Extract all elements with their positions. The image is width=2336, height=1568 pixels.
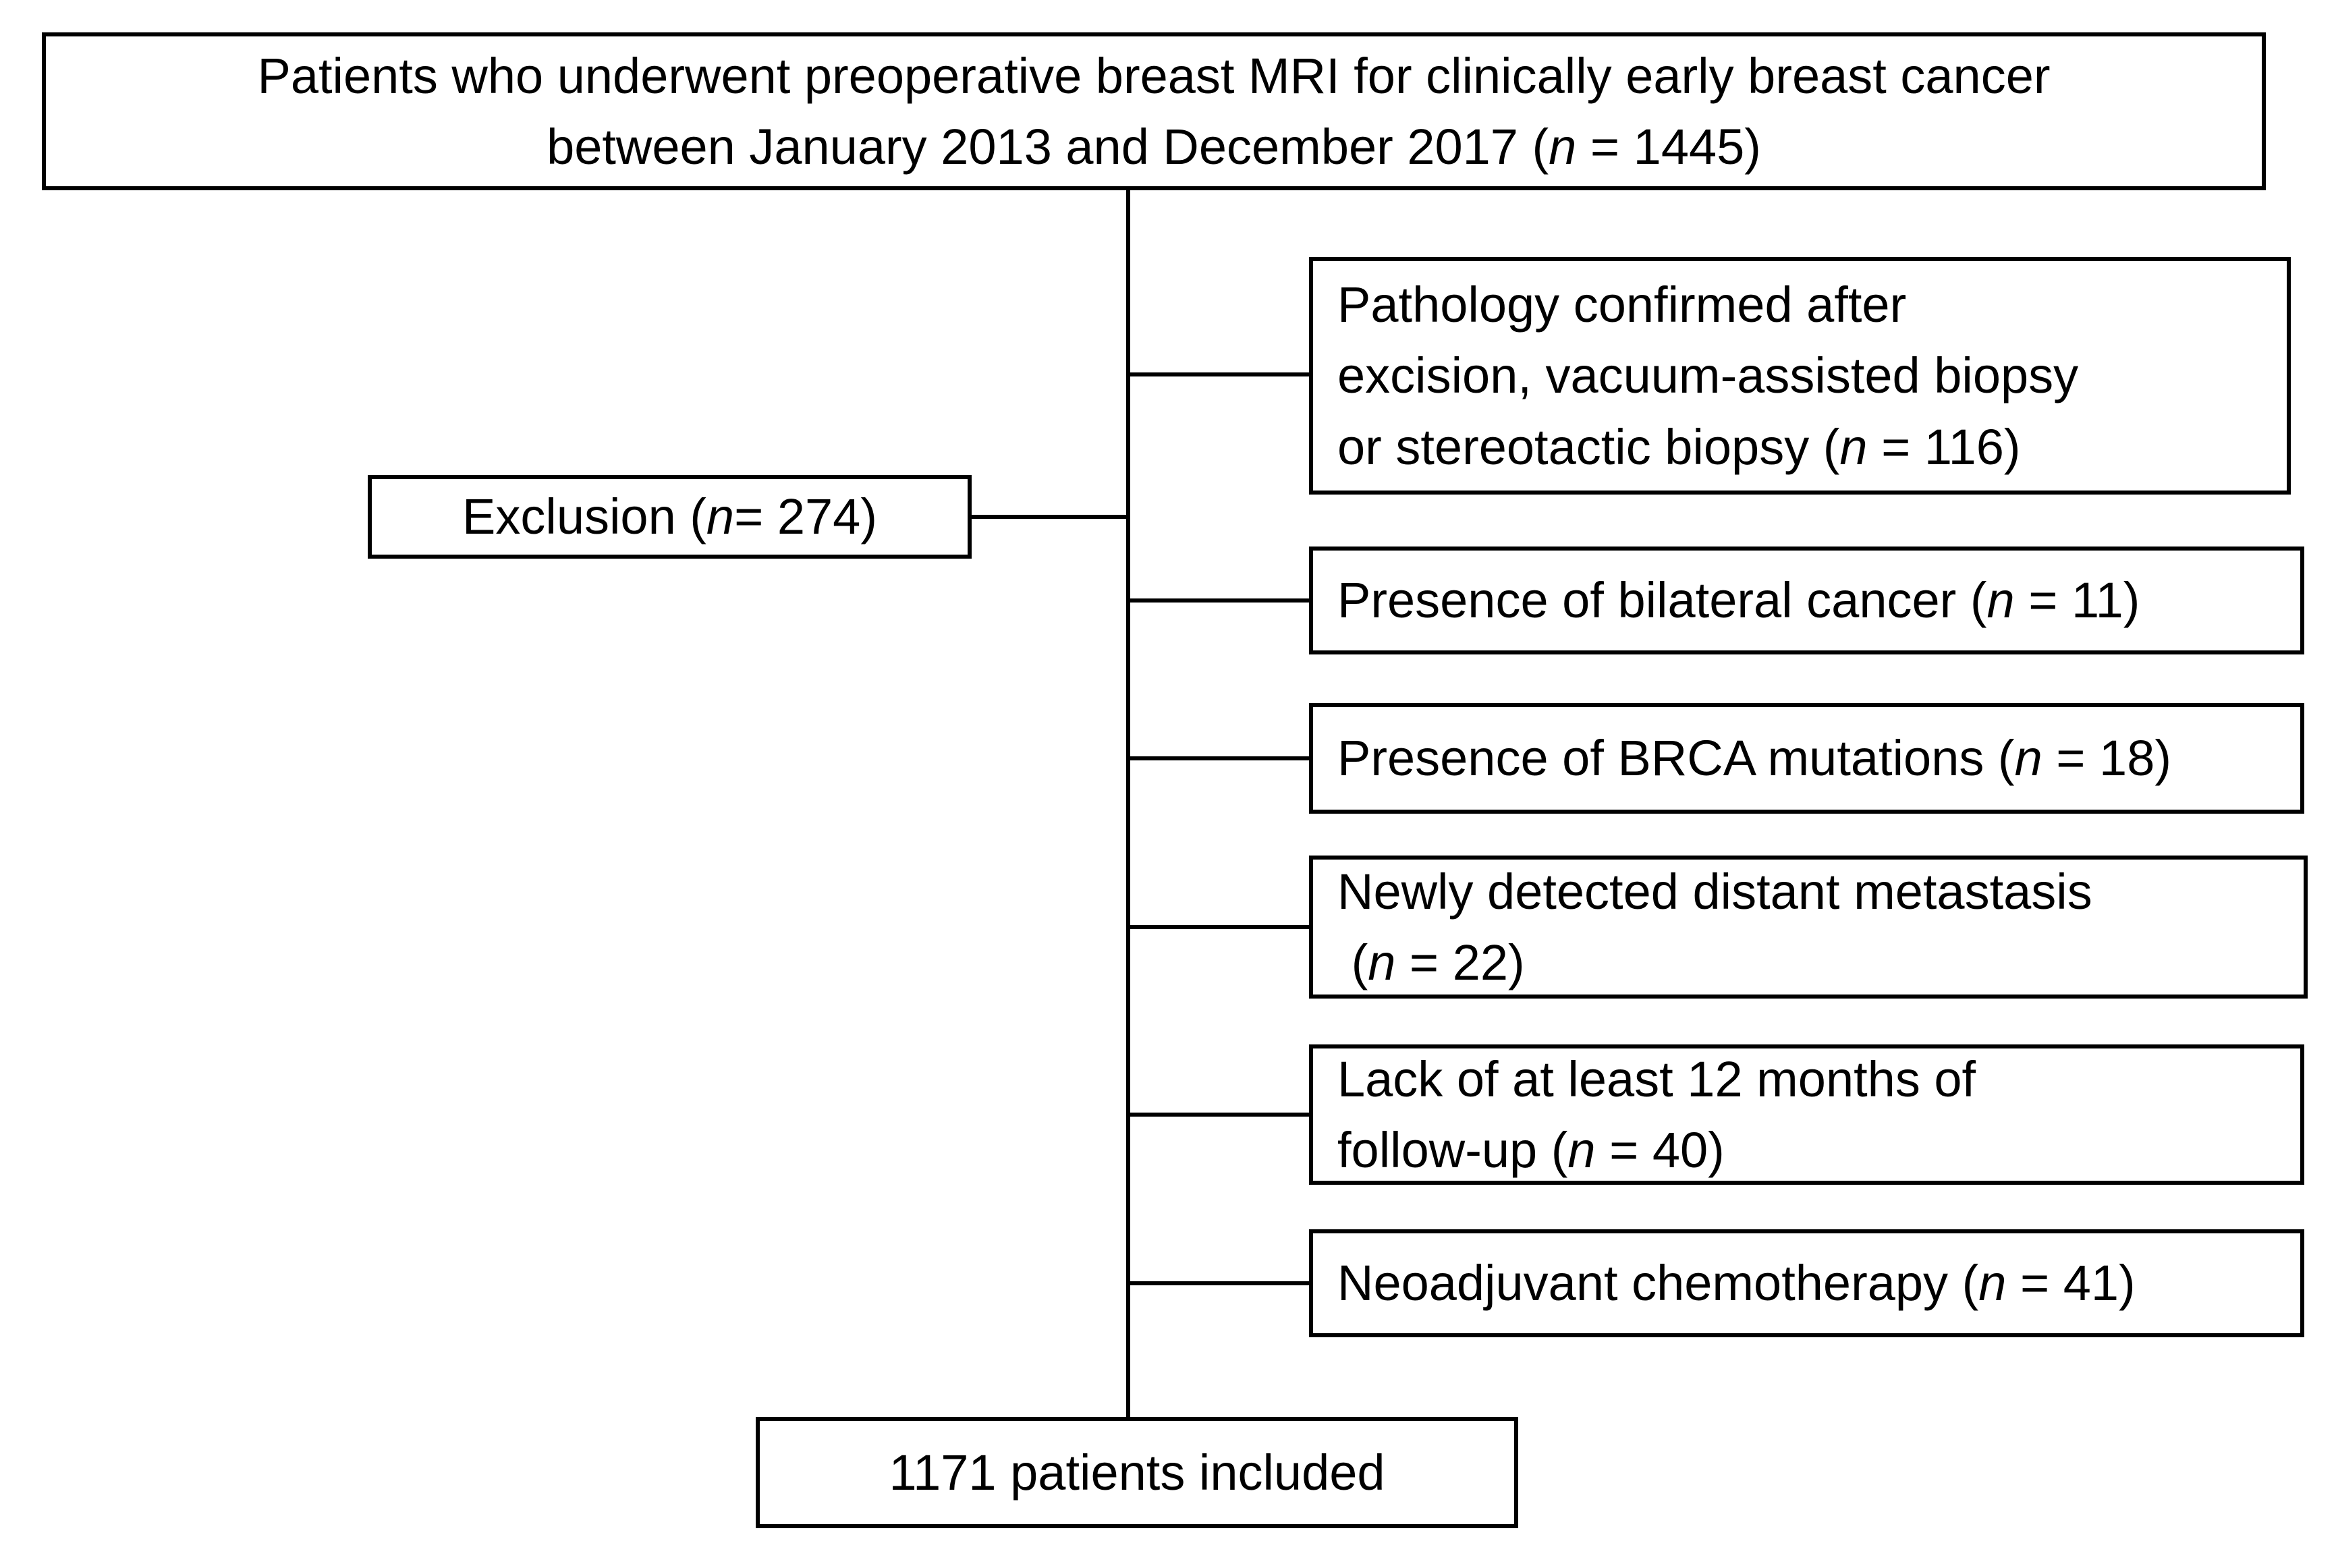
text-line: Lack of at least 12 months of (1337, 1044, 1976, 1115)
connector-branch-pathology (1130, 372, 1309, 376)
text-segment: = 116) (1867, 418, 2021, 475)
italic-n-symbol: n (1839, 418, 1868, 475)
text-segment: 1171 patients included (889, 1444, 1385, 1501)
reason-box-brca-mutations: Presence of BRCA mutations (n = 18) (1309, 703, 2304, 814)
italic-n-symbol: n (1567, 1122, 1596, 1178)
text-segment: = 11) (2014, 572, 2140, 629)
text-line: Presence of bilateral cancer (n = 11) (1337, 565, 2140, 636)
cohort-box: Patients who underwent preoperative brea… (42, 32, 2266, 190)
text-line: Pathology confirmed after (1337, 269, 1906, 340)
text-line: Presence of BRCA mutations (n = 18) (1337, 723, 2171, 793)
connector-branch-bilateral-cancer (1130, 598, 1309, 603)
italic-n-symbol: n (1986, 572, 2015, 629)
italic-n-symbol: n (1978, 1255, 2007, 1312)
connector-branch-follow-up (1130, 1113, 1309, 1117)
text-segment: excision, vacuum-assisted biopsy (1337, 347, 2079, 404)
text-segment: = 22) (1395, 934, 1525, 990)
text-segment: = 40) (1595, 1122, 1725, 1178)
reason-box-bilateral-cancer: Presence of bilateral cancer (n = 11) (1309, 547, 2304, 654)
text-segment: Exclusion ( (462, 488, 706, 545)
text-segment: follow-up ( (1337, 1122, 1568, 1178)
reason-box-distant-metastasis: Newly detected distant metastasis (n = 2… (1309, 856, 2308, 999)
italic-n-symbol: n (706, 488, 735, 545)
text-segment: or stereotactic biopsy ( (1337, 418, 1840, 475)
text-segment: Pathology confirmed after (1337, 277, 1907, 333)
connector-spine (1126, 190, 1130, 1417)
text-segment: Neoadjuvant chemotherapy ( (1337, 1255, 1979, 1312)
text-segment: Presence of bilateral cancer ( (1337, 572, 1987, 629)
text-line: follow-up (n = 40) (1337, 1115, 1725, 1185)
text-line: (n = 22) (1337, 927, 1525, 998)
connector-branch-distant-metastasis (1130, 925, 1309, 929)
text-segment: = 1445) (1576, 119, 1761, 175)
italic-n-symbol: n (1549, 119, 1577, 175)
reason-box-neoadjuvant-chemotherapy: Neoadjuvant chemotherapy (n = 41) (1309, 1229, 2304, 1337)
italic-n-symbol: n (2014, 730, 2042, 787)
reason-box-pathology: Pathology confirmed after excision, vacuu… (1309, 257, 2291, 495)
text-segment: = 18) (2042, 730, 2172, 787)
text-segment: Presence of BRCA mutations ( (1337, 730, 2015, 787)
text-segment: Lack of at least 12 months of (1337, 1051, 1976, 1107)
italic-n-symbol: n (1368, 934, 1396, 990)
text-segment: = 274) (734, 488, 877, 545)
text-segment: between January 2013 and December 2017 ( (547, 119, 1549, 175)
text-segment: Newly detected distant metastasis (1337, 863, 2092, 920)
text-line: or stereotactic biopsy (n = 116) (1337, 412, 2021, 482)
included-box: 1171 patients included (756, 1417, 1518, 1528)
connector-branch-brca-mutations (1130, 756, 1309, 760)
text-segment: Patients who underwent preoperative brea… (257, 47, 2051, 104)
text-line: between January 2013 and December 2017 (… (547, 111, 1761, 182)
text-line: Exclusion (n= 274) (462, 481, 877, 552)
exclusion-box: Exclusion (n= 274) (368, 475, 972, 559)
reason-box-follow-up: Lack of at least 12 months of follow-up (… (1309, 1044, 2304, 1185)
text-segment: ( (1337, 934, 1368, 990)
connector-branch-neoadjuvant-chemotherapy (1130, 1281, 1309, 1285)
text-line: Newly detected distant metastasis (1337, 856, 2092, 927)
text-line: Neoadjuvant chemotherapy (n = 41) (1337, 1248, 2136, 1318)
text-line: Patients who underwent preoperative brea… (257, 40, 2050, 111)
text-line: excision, vacuum-assisted biopsy (1337, 340, 2078, 411)
connector-exclusion (972, 515, 1130, 519)
text-segment: = 41) (2006, 1255, 2136, 1312)
text-line: 1171 patients included (889, 1437, 1385, 1508)
